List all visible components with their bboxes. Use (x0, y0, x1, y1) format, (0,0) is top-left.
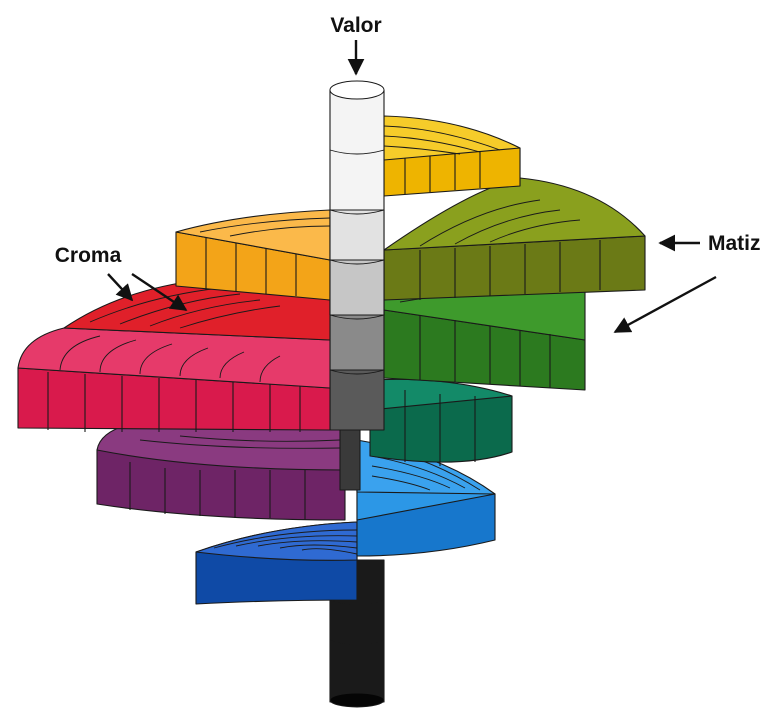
value-label-group: Valor (330, 14, 382, 76)
hue-wedge-yellow (383, 115, 521, 197)
hue-label-group: Matiz (613, 232, 761, 334)
value-label: Valor (330, 14, 381, 37)
chroma-arrow-2 (131, 273, 188, 311)
chroma-arrow-1 (107, 273, 134, 302)
value-axis-upper (329, 80, 385, 316)
hue-wedge-blue-dark (195, 521, 358, 605)
hue-wedge-teal (369, 378, 513, 466)
hue-arrow-2 (613, 275, 717, 334)
value-axis-middle (329, 314, 385, 491)
hue-label: Matiz (708, 232, 761, 255)
chroma-label: Croma (55, 244, 122, 267)
hue-wedge-red (17, 327, 331, 432)
hue-wedge-olive (383, 177, 646, 301)
hue-wedge-orange (175, 209, 331, 301)
hue-wedge-green (383, 286, 586, 391)
hue-wedge-purple (96, 419, 346, 521)
chroma-label-group: Croma (55, 244, 188, 311)
